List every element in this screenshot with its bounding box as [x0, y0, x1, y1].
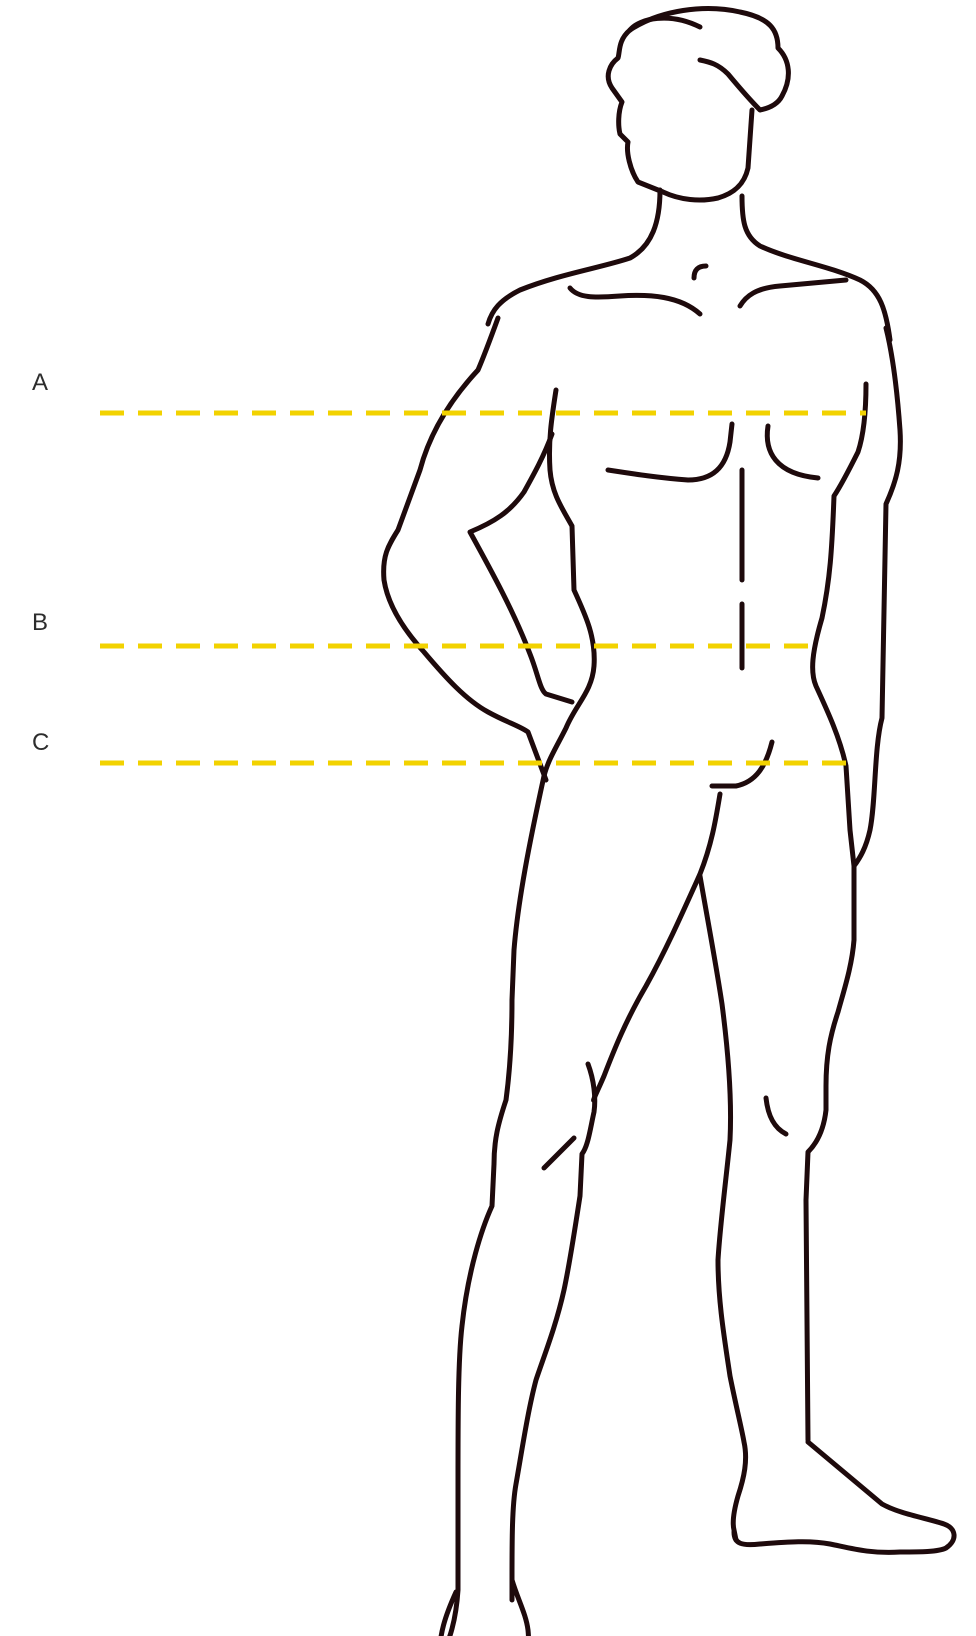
left-arm-outer — [384, 318, 546, 780]
right-arm-outer — [854, 328, 900, 866]
left-leg-inner — [594, 794, 720, 1100]
torso-left — [544, 390, 594, 776]
left-knee-mark — [544, 1138, 574, 1168]
right-foot — [734, 1442, 954, 1552]
body-outline — [384, 9, 954, 1636]
neck-notch — [694, 266, 706, 278]
hair-outline — [608, 18, 752, 200]
hair-top — [630, 9, 788, 110]
collarbone-right — [740, 280, 846, 306]
chest-right — [767, 426, 818, 478]
right-leg-outer — [806, 866, 854, 1440]
measure-label-a: A — [32, 369, 48, 396]
left-forearm — [470, 434, 572, 702]
left-foot-inner — [512, 1580, 529, 1636]
measure-label-b: B — [32, 609, 48, 636]
torso-right — [813, 384, 866, 866]
right-knee-mark — [766, 1098, 786, 1134]
neck-left — [488, 190, 660, 324]
neck-right — [742, 196, 890, 340]
right-leg-inner — [700, 876, 746, 1540]
collarbone-left — [570, 288, 700, 314]
chest-left — [608, 424, 732, 480]
left-leg-outer — [440, 776, 544, 1636]
measure-label-c: C — [32, 729, 49, 756]
left-knee-inner — [512, 1064, 595, 1600]
